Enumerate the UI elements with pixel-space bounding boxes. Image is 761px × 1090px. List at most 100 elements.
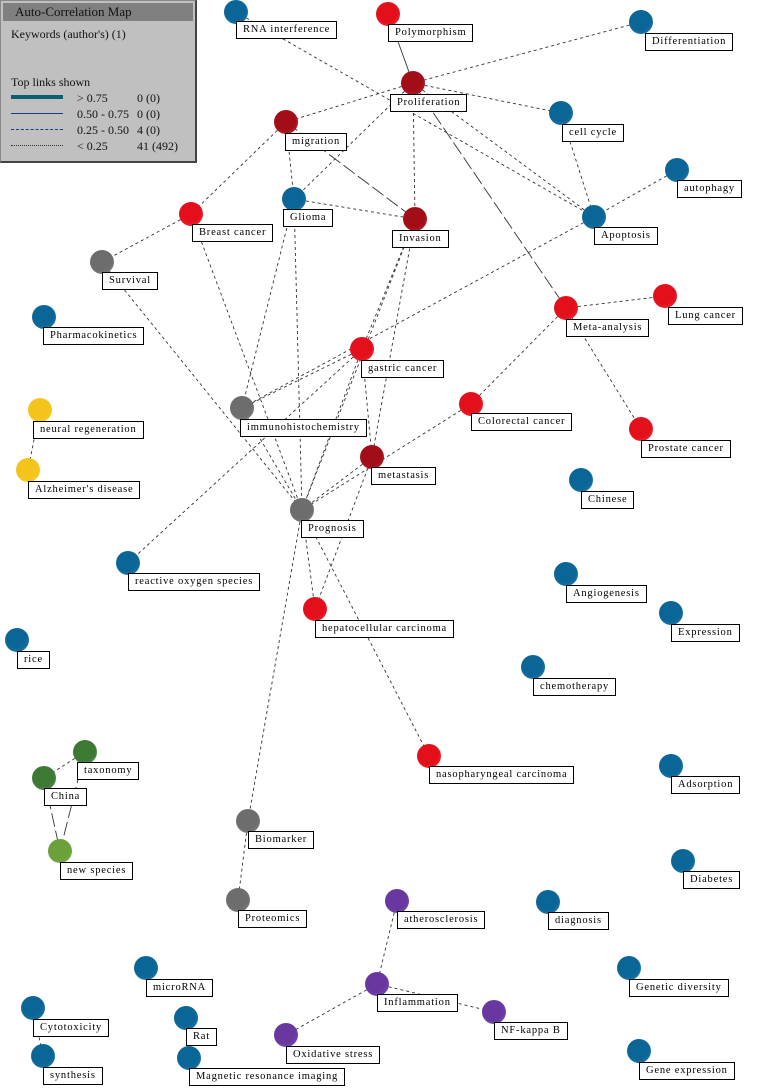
node-label[interactable]: new species — [60, 862, 134, 880]
node-label[interactable]: Colorectal cancer — [471, 413, 573, 431]
node-label[interactable]: Biomarker — [248, 831, 315, 849]
node-label[interactable]: metastasis — [371, 467, 437, 485]
node-label[interactable]: Magnetic resonance imaging — [189, 1068, 346, 1086]
node-circle-icon[interactable] — [627, 1039, 651, 1063]
node-circle-icon[interactable] — [671, 849, 695, 873]
node-circle-icon[interactable] — [290, 498, 314, 522]
node-circle-icon[interactable] — [32, 766, 56, 790]
node-label[interactable]: Chinese — [581, 491, 635, 509]
node-label[interactable]: Genetic diversity — [629, 979, 729, 997]
node-label[interactable]: Diabetes — [683, 871, 741, 889]
node-circle-icon[interactable] — [28, 398, 52, 422]
node-label[interactable]: neural regeneration — [33, 421, 144, 439]
node-circle-icon[interactable] — [482, 1000, 506, 1024]
node-circle-icon[interactable] — [16, 458, 40, 482]
node-label[interactable]: autophagy — [677, 180, 742, 198]
node-circle-icon[interactable] — [32, 305, 56, 329]
node-circle-icon[interactable] — [224, 0, 248, 24]
node-label[interactable]: Rat — [186, 1028, 217, 1046]
node-label[interactable]: rice — [17, 651, 50, 669]
node-circle-icon[interactable] — [582, 205, 606, 229]
node-label[interactable]: cell cycle — [562, 124, 624, 142]
node-label[interactable]: synthesis — [43, 1067, 103, 1085]
node-circle-icon[interactable] — [554, 562, 578, 586]
node-label[interactable]: Prognosis — [301, 520, 364, 538]
node-circle-icon[interactable] — [73, 740, 97, 764]
node-circle-icon[interactable] — [417, 744, 441, 768]
node-label[interactable]: migration — [285, 133, 348, 151]
node-circle-icon[interactable] — [659, 601, 683, 625]
node-circle-icon[interactable] — [303, 597, 327, 621]
node-circle-icon[interactable] — [230, 396, 254, 420]
node-circle-icon[interactable] — [282, 187, 306, 211]
node-label[interactable]: Adsorption — [671, 776, 741, 794]
node-label[interactable]: Polymorphism — [388, 24, 474, 42]
node-label[interactable]: Invasion — [392, 230, 449, 248]
node-label[interactable]: nasopharyngeal carcinoma — [429, 766, 575, 784]
node-circle-icon[interactable] — [459, 392, 483, 416]
node-circle-icon[interactable] — [554, 296, 578, 320]
node-label[interactable]: Breast cancer — [192, 224, 274, 242]
node-label[interactable]: Apoptosis — [594, 227, 658, 245]
node-label[interactable]: NF-kappa B — [494, 1022, 568, 1040]
node-circle-icon[interactable] — [177, 1046, 201, 1070]
node-label[interactable]: Gene expression — [639, 1062, 735, 1080]
node-circle-icon[interactable] — [274, 1023, 298, 1047]
node-label[interactable]: immunohistochemistry — [240, 419, 367, 437]
node-label[interactable]: microRNA — [146, 979, 214, 997]
node-circle-icon[interactable] — [90, 250, 114, 274]
node-circle-icon[interactable] — [174, 1006, 198, 1030]
node-label[interactable]: Glioma — [283, 209, 334, 227]
node-circle-icon[interactable] — [5, 628, 29, 652]
node-circle-icon[interactable] — [116, 551, 140, 575]
node-label[interactable]: diagnosis — [548, 912, 609, 930]
node-circle-icon[interactable] — [629, 417, 653, 441]
node-label[interactable]: taxonomy — [77, 762, 140, 780]
node-label[interactable]: Cytotoxicity — [33, 1019, 110, 1037]
node-label[interactable]: hepatocellular carcinoma — [315, 620, 455, 638]
node-circle-icon[interactable] — [134, 956, 158, 980]
node-circle-icon[interactable] — [659, 754, 683, 778]
node-label[interactable]: Proteomics — [238, 910, 308, 928]
node-circle-icon[interactable] — [403, 207, 427, 231]
node-circle-icon[interactable] — [629, 10, 653, 34]
node-label[interactable]: Differentiation — [645, 33, 734, 51]
node-label[interactable]: RNA interference — [236, 21, 338, 39]
node-label[interactable]: Prostate cancer — [641, 440, 731, 458]
node-circle-icon[interactable] — [401, 71, 425, 95]
node-circle-icon[interactable] — [536, 890, 560, 914]
node-circle-icon[interactable] — [549, 101, 573, 125]
node-circle-icon[interactable] — [665, 158, 689, 182]
node-label[interactable]: atherosclerosis — [397, 911, 486, 929]
node-label[interactable]: China — [44, 788, 88, 806]
node-circle-icon[interactable] — [21, 996, 45, 1020]
node-circle-icon[interactable] — [274, 110, 298, 134]
node-label[interactable]: gastric cancer — [361, 360, 445, 378]
node-label[interactable]: Inflammation — [377, 994, 458, 1012]
node-circle-icon[interactable] — [31, 1044, 55, 1068]
node-circle-icon[interactable] — [653, 284, 677, 308]
node-circle-icon[interactable] — [360, 445, 384, 469]
node-circle-icon[interactable] — [521, 655, 545, 679]
node-label[interactable]: Meta-analysis — [566, 319, 650, 337]
node-label[interactable]: reactive oxygen species — [128, 573, 261, 591]
node-label[interactable]: chemotherapy — [533, 678, 617, 696]
node-circle-icon[interactable] — [569, 468, 593, 492]
node-circle-icon[interactable] — [376, 2, 400, 26]
node-label[interactable]: Alzheimer's disease — [28, 481, 141, 499]
node-circle-icon[interactable] — [350, 337, 374, 361]
node-circle-icon[interactable] — [48, 839, 72, 863]
node-circle-icon[interactable] — [179, 202, 203, 226]
node-circle-icon[interactable] — [236, 809, 260, 833]
node-label[interactable]: Expression — [671, 624, 740, 642]
node-label[interactable]: Proliferation — [390, 94, 468, 112]
node-label[interactable]: Lung cancer — [668, 307, 743, 325]
node-label[interactable]: Survival — [102, 272, 158, 290]
node-label[interactable]: Pharmacokinetics — [43, 327, 145, 345]
node-circle-icon[interactable] — [617, 956, 641, 980]
node-circle-icon[interactable] — [365, 972, 389, 996]
node-circle-icon[interactable] — [226, 888, 250, 912]
node-label[interactable]: Angiogenesis — [566, 585, 647, 603]
node-circle-icon[interactable] — [385, 889, 409, 913]
node-label[interactable]: Oxidative stress — [286, 1046, 381, 1064]
